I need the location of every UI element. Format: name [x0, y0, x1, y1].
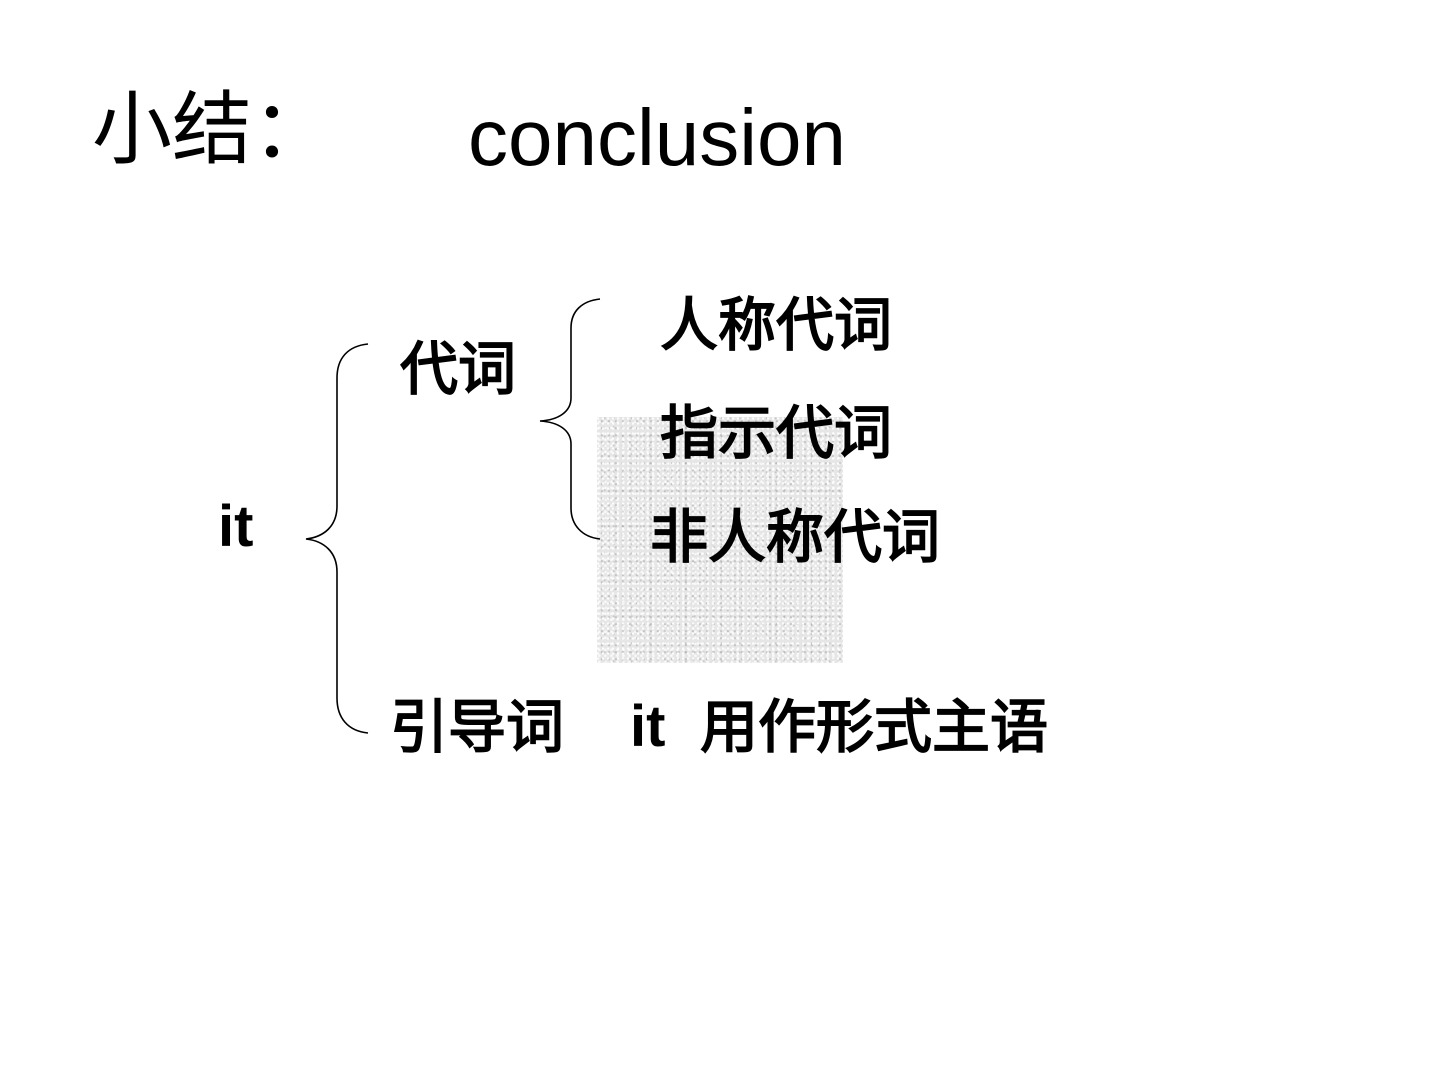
leaf-impersonal-pronoun: 非人称代词: [650, 503, 941, 571]
introductory-it: it: [630, 694, 666, 759]
leaf-demonstrative-pronoun: 指示代词: [660, 399, 893, 467]
leaf-personal-pronoun: 人称代词: [660, 291, 893, 359]
branch-introductory-word: 引导词: [390, 693, 565, 761]
title-chinese: 小结：: [92, 83, 332, 176]
outer-brace: [305, 343, 369, 734]
granite-texture-image: [597, 417, 843, 663]
title-english: conclusion: [468, 93, 847, 182]
branch-pronoun: 代词: [400, 335, 517, 403]
formal-subject-label: 用作形式主语: [700, 693, 1049, 761]
inner-brace: [539, 298, 601, 540]
root-it: it: [218, 494, 254, 559]
